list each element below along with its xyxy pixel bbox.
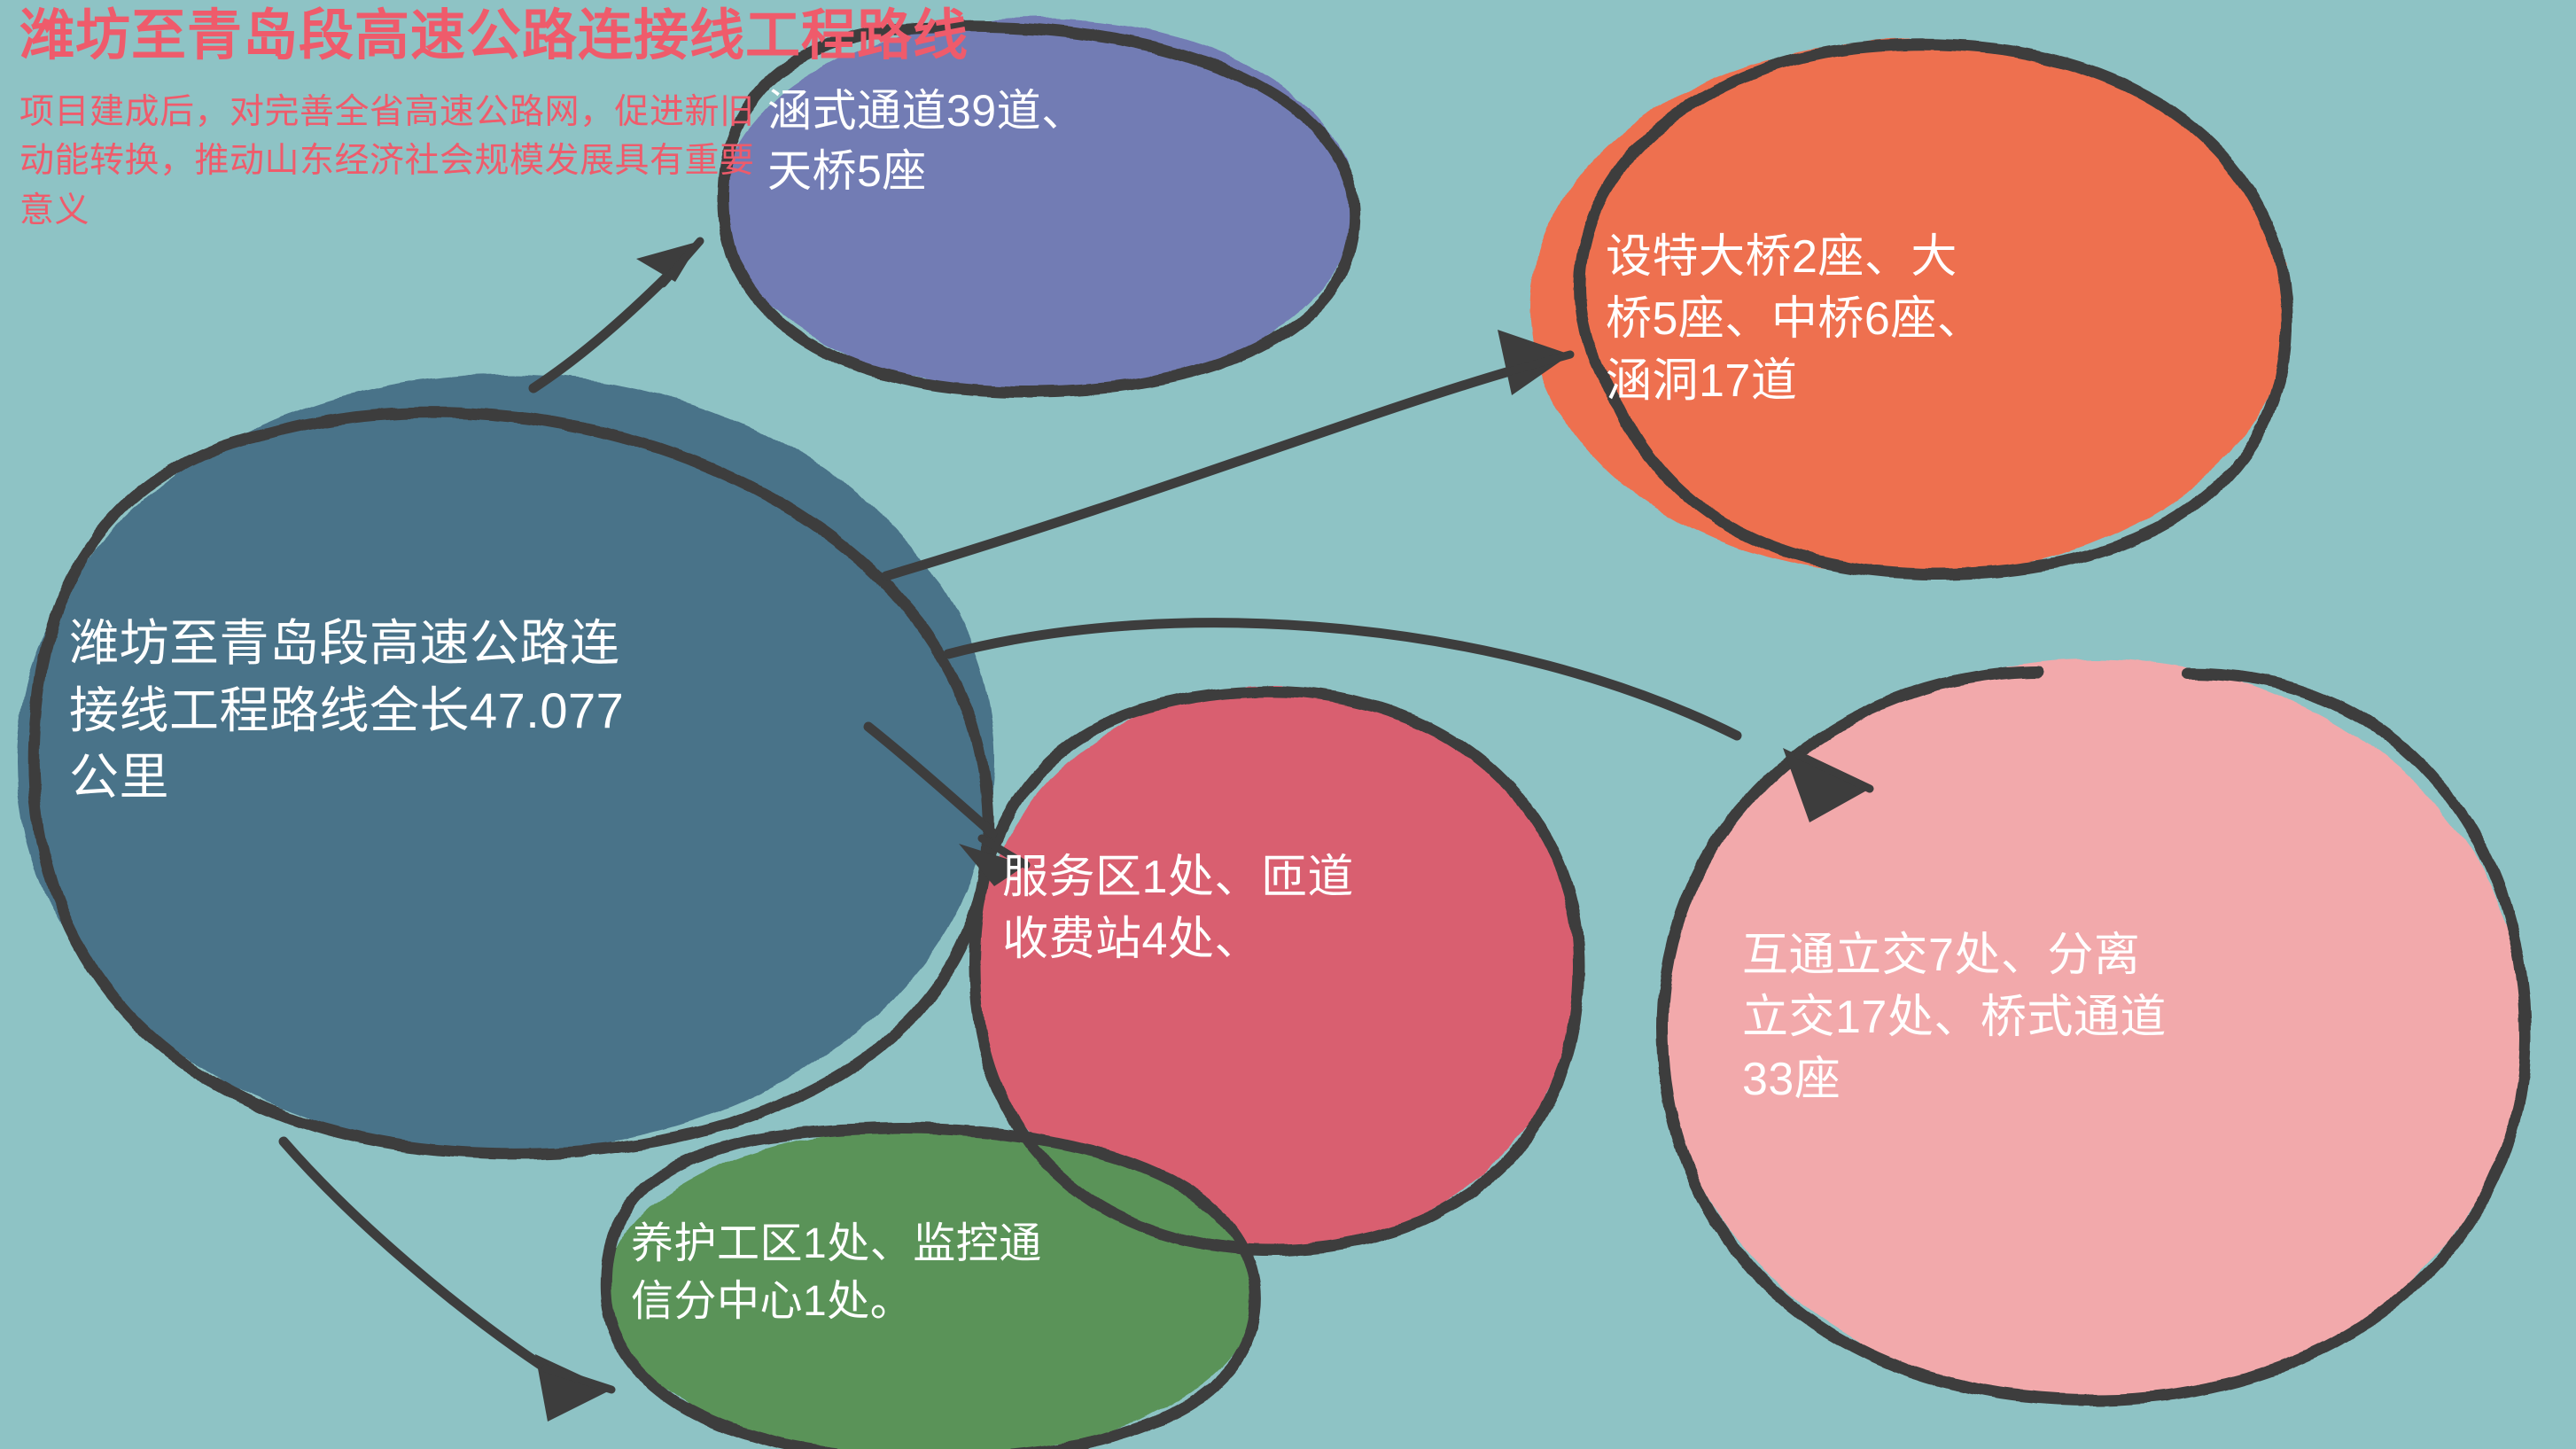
outline-purple	[717, 20, 1360, 398]
title-block: 潍坊至青岛段高速公路连接线工程路线 项目建成后，对完善全省高速公路网，促进新旧动…	[19, 7, 1349, 235]
edge-center-to-crimson	[863, 721, 1031, 886]
outline-orange	[1574, 38, 2292, 580]
page-title: 潍坊至青岛段高速公路连接线工程路线	[19, 5, 969, 66]
node-blob-purple[interactable]	[721, 18, 1356, 393]
node-blob-crimson[interactable]	[973, 686, 1579, 1250]
outline-green	[600, 1123, 1262, 1449]
outline-center	[27, 406, 994, 1160]
outline-pink	[1656, 666, 2532, 1406]
connector-arrows	[278, 237, 1874, 1422]
edge-center-to-green	[278, 1136, 616, 1422]
page-subtitle: 项目建成后，对完善全省高速公路网，促进新旧动能转换，推动山东经济社会规模发展具有…	[19, 93, 755, 230]
edge-center-to-orange	[881, 330, 1575, 581]
node-blob-pink[interactable]	[1661, 659, 2525, 1400]
node-blob-center[interactable]	[16, 374, 994, 1150]
edge-center-to-pink	[943, 618, 1874, 822]
node-fills	[16, 18, 2525, 1449]
node-blob-orange[interactable]	[1530, 40, 2289, 577]
edge-center-to-purple	[528, 237, 704, 393]
